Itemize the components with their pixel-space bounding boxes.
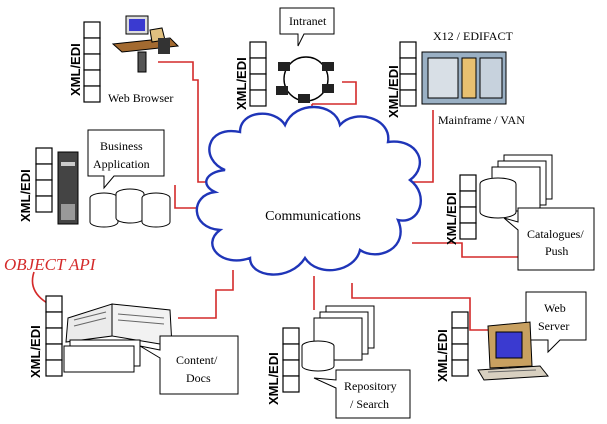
open-book-icon — [63, 303, 173, 373]
edi-stack-mainframe: XML/EDI — [386, 41, 417, 118]
documents-database-icon — [301, 305, 375, 372]
mainframe-icon — [421, 51, 507, 105]
repository-callout: Repository / Search — [313, 369, 411, 419]
edi-label: XML/EDI — [266, 352, 281, 405]
intranet-callout: Intranet — [279, 7, 335, 47]
mainframe-protocol-label: X12 / EDIFACT — [433, 29, 513, 43]
edi-label: XML/EDI — [68, 43, 83, 96]
content-callout: Content/ Docs — [139, 335, 239, 395]
edi-label: XML/EDI — [435, 329, 450, 382]
web-server-callout: Web Server — [525, 291, 587, 354]
edi-stack-web-browser: XML/EDI — [68, 21, 101, 103]
edi-label: XML/EDI — [234, 57, 249, 110]
edi-stack-web-server: XML/EDI — [435, 311, 469, 382]
network-ring-icon — [276, 56, 334, 103]
catalogues-callout: Catalogues/ Push — [503, 207, 595, 271]
edi-label: XML/EDI — [28, 325, 43, 378]
link-content-docs — [178, 270, 234, 319]
object-api-label: OBJECT API — [4, 255, 97, 274]
communications-label: Communications — [265, 209, 361, 224]
content-label-1: Content/ — [176, 353, 218, 367]
mainframe-label: Mainframe / VAN — [438, 113, 525, 127]
business-app-label-1: Business — [100, 139, 143, 153]
server-database-icon — [57, 151, 171, 228]
edi-stack-business-app: XML/EDI — [18, 147, 53, 222]
edi-label: XML/EDI — [444, 192, 459, 245]
computer-icon — [477, 321, 549, 381]
content-label-2: Docs — [186, 371, 211, 385]
link-web-server — [351, 283, 490, 331]
communications-cloud: Communications — [195, 105, 422, 276]
link-catalogues — [412, 242, 518, 258]
web-browser-label: Web Browser — [108, 91, 173, 105]
edi-label: XML/EDI — [18, 169, 33, 222]
edi-stack-intranet: XML/EDI — [234, 41, 267, 110]
edi-stack-catalogues: XML/EDI — [444, 174, 477, 245]
web-server-label-2: Server — [538, 319, 569, 333]
catalogues-label-1: Catalogues/ — [527, 227, 584, 241]
edi-stack-content: XML/EDI — [28, 295, 63, 378]
edi-label: XML/EDI — [386, 65, 401, 118]
link-intranet-loop — [312, 81, 357, 105]
catalogues-label-2: Push — [545, 244, 568, 258]
repository-label-1: Repository — [344, 379, 397, 393]
link-web-browser — [158, 61, 215, 183]
cloud-shape — [195, 105, 422, 276]
web-server-label-1: Web — [544, 301, 566, 315]
connection-lines — [31, 61, 518, 331]
business-app-label-2: Application — [93, 157, 150, 171]
edi-stack-repository: XML/EDI — [266, 327, 300, 405]
intranet-label: Intranet — [289, 14, 327, 28]
business-app-callout: Business Application — [87, 129, 165, 190]
repository-label-2: / Search — [350, 397, 389, 411]
workstation-icon — [111, 15, 180, 73]
documents-database-icon — [479, 154, 553, 219]
